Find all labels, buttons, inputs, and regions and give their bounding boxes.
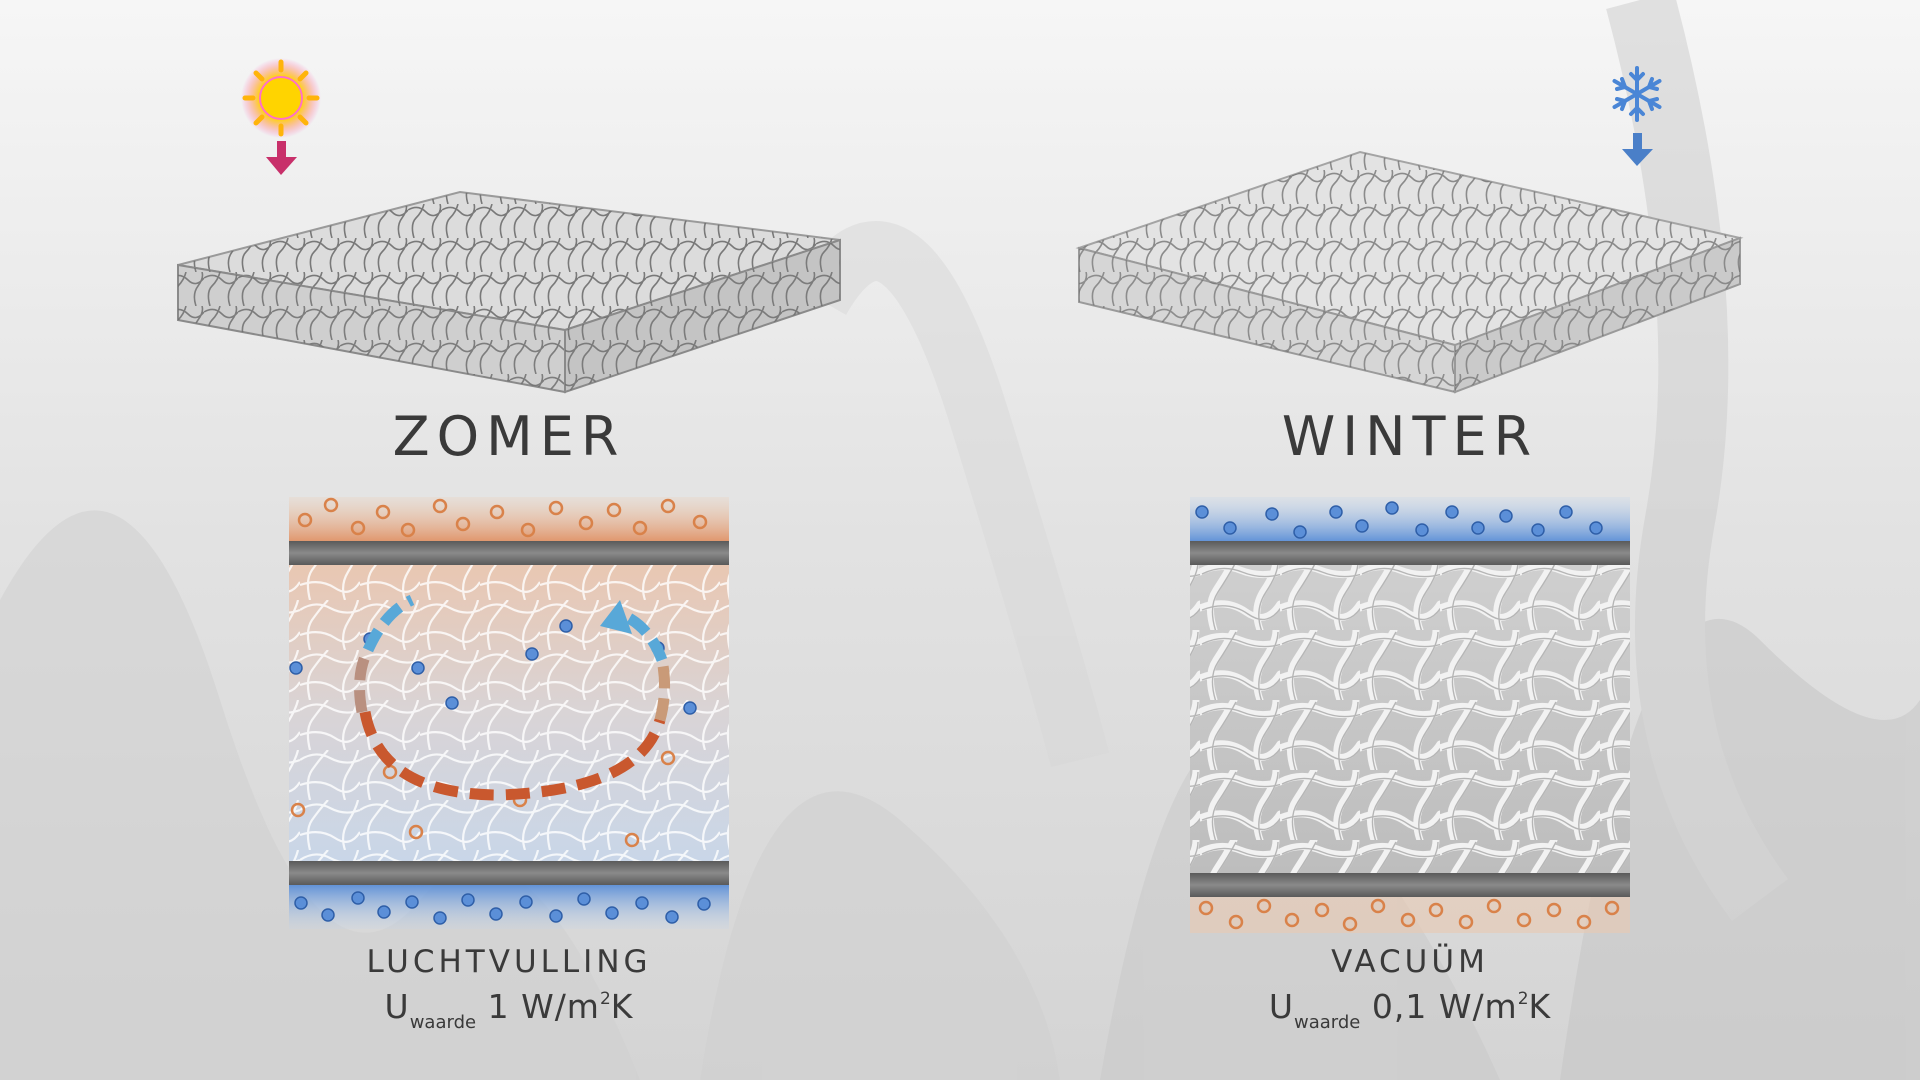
winter-panel [1075, 66, 1744, 933]
winter-u-number: 0,1 W/m [1371, 987, 1518, 1026]
winter-panel-3d [1075, 150, 1744, 394]
summer-u-number: 1 W/m [487, 987, 600, 1026]
summer-panel-3d [177, 190, 841, 394]
convection-arrow-head [600, 600, 632, 634]
summer-cross-section [289, 497, 729, 929]
convection-arrow [354, 594, 671, 801]
sun-icon [241, 58, 321, 138]
snowflake-icon [1612, 66, 1662, 122]
winter-arrow [1622, 133, 1653, 166]
winter-caption: VACUÜM [1331, 944, 1489, 980]
winter-title: WINTER [1281, 405, 1539, 468]
winter-u-value: Uwaarde 0,1 W/m2K [1150, 987, 1670, 1033]
summer-caption: LUCHTVULLING [366, 944, 652, 980]
winter-u-sup: 2 [1517, 989, 1529, 1009]
cold-particles-top [1195, 501, 1603, 539]
summer-u-sup: 2 [599, 989, 611, 1009]
warm-particles-bottom [1198, 898, 1620, 932]
summer-u-value: Uwaarde 1 W/m2K [249, 987, 769, 1033]
winter-u-sub: waarde [1293, 1012, 1361, 1033]
winter-u-symbol: U [1268, 987, 1294, 1026]
summer-panel [177, 58, 841, 929]
summer-u-symbol: U [384, 987, 410, 1026]
summer-u-unit: K [610, 987, 634, 1026]
summer-u-sub: waarde [409, 1012, 477, 1033]
winter-u-unit: K [1528, 987, 1552, 1026]
summer-arrow [266, 141, 297, 175]
warm-particles [290, 497, 708, 848]
summer-title: ZOMER [392, 405, 626, 468]
winter-cross-section [1190, 497, 1630, 933]
